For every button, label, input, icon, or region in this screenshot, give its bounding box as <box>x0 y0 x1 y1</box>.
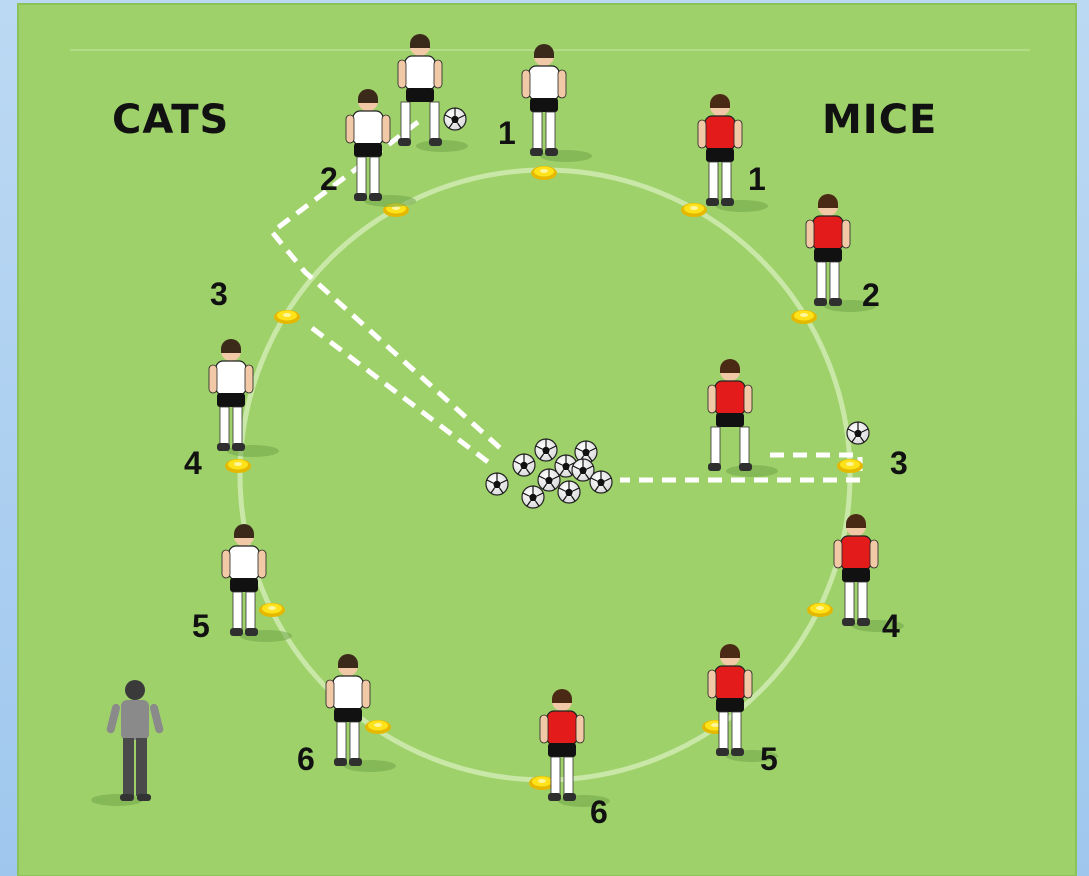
mouse-number-3: 3 <box>890 445 908 481</box>
cone-marker-icon <box>531 166 557 180</box>
mouse-number-5: 5 <box>760 741 778 777</box>
cat-number-4: 4 <box>184 445 202 481</box>
team-label-mice: MICE <box>822 97 937 143</box>
cat-number-1: 1 <box>498 115 516 151</box>
cat-number-6: 6 <box>297 741 315 777</box>
cone-marker-icon <box>225 459 251 473</box>
soccer-ball-icon <box>513 454 535 476</box>
cone-marker-icon <box>791 310 817 324</box>
soccer-ball-icon <box>558 481 580 503</box>
mouse-number-4: 4 <box>882 608 900 644</box>
cat-number-2: 2 <box>320 161 338 197</box>
soccer-ball-icon <box>535 439 557 461</box>
soccer-ball-icon <box>522 486 544 508</box>
cone-marker-icon <box>259 603 285 617</box>
soccer-ball-icon <box>590 471 612 493</box>
team-label-cats: CATS <box>112 97 229 143</box>
cone-marker-icon <box>837 459 863 473</box>
cat-number-3: 3 <box>210 276 228 312</box>
cone-marker-icon <box>365 720 391 734</box>
soccer-ball-icon <box>847 422 869 444</box>
soccer-ball-icon <box>486 473 508 495</box>
cone-marker-icon <box>807 603 833 617</box>
mouse-number-6: 6 <box>590 794 608 830</box>
cone-marker-icon <box>274 310 300 324</box>
soccer-ball-icon <box>444 108 466 130</box>
mouse-number-1: 1 <box>748 161 766 197</box>
soccer-ball-icon <box>538 469 560 491</box>
cat-number-5: 5 <box>192 608 210 644</box>
mouse-number-2: 2 <box>862 277 880 313</box>
cone-marker-icon <box>681 203 707 217</box>
